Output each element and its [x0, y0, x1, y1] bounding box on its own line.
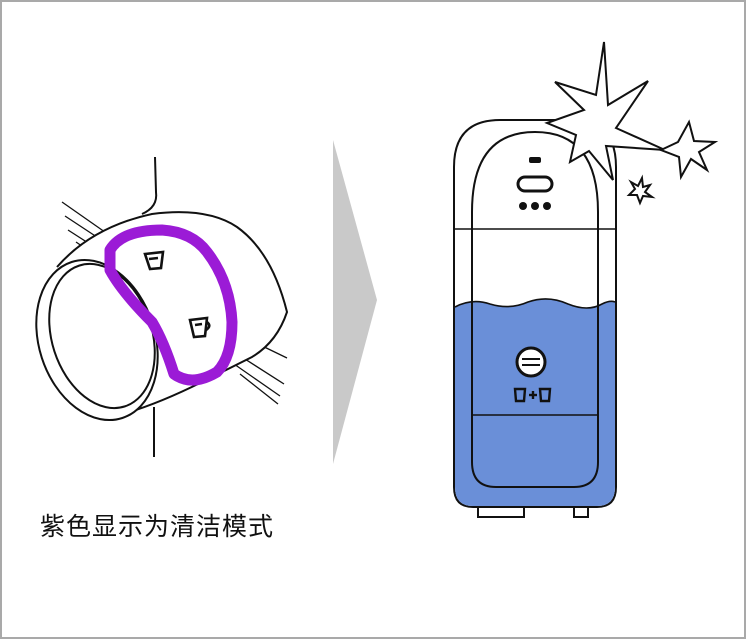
- bottle: [453, 119, 617, 518]
- indicator-dot-2: [531, 202, 539, 210]
- indicator-dot-3: [543, 202, 551, 210]
- water-fill[interactable]: [455, 298, 615, 506]
- cup-handle-icon: [188, 316, 211, 339]
- star-medium: [658, 119, 719, 181]
- indicator-dot-1: [519, 202, 527, 210]
- cup-plus-cup-icon: [513, 387, 552, 403]
- cup-icon: [143, 250, 165, 271]
- wearable-device: [35, 156, 289, 457]
- inner-panel: [471, 130, 599, 488]
- base-foot-right: [573, 506, 589, 518]
- star-burst-icon: [544, 41, 719, 206]
- caption-text: 紫色显示为清洁模式: [40, 512, 275, 541]
- lid-slot: [529, 157, 541, 163]
- mode-ring: [104, 224, 238, 386]
- strap-top: [141, 156, 158, 215]
- lid-button[interactable]: [516, 175, 554, 193]
- star-small: [626, 174, 656, 206]
- base-foot-left: [477, 506, 525, 518]
- arrow-right: [333, 140, 377, 464]
- water-surface: [454, 298, 616, 309]
- brand-badge-icon: [515, 346, 547, 378]
- star-large: [544, 41, 666, 181]
